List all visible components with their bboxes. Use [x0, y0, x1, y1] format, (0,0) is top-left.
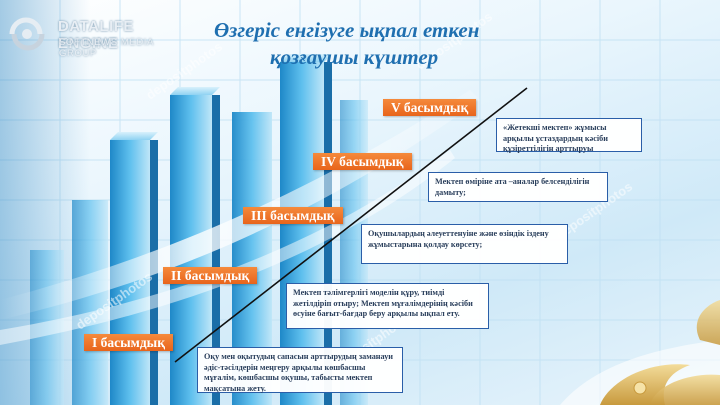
level-4-description: Мектеп өміріне ата –аналар белсенділігін…	[428, 172, 608, 202]
logo-mark-icon	[9, 17, 45, 51]
title-line-2: қозғаушы күштер	[270, 45, 439, 69]
logo: DATALIFE ENGINE SOFTNEWS MEDIA GROUP	[2, 14, 194, 59]
level-5-description: «Жетекші мектеп» жұмысы арқылы ұстаздард…	[496, 118, 642, 153]
level-3-description: Оқушылардың әлеуеттенуіне және өзіндік і…	[361, 224, 568, 264]
level-2-label: II басымдық	[163, 267, 258, 284]
level-3-label: III басымдық	[243, 207, 343, 224]
ornament-decoration	[560, 300, 720, 405]
logo-name: DATALIFE ENGINE	[58, 18, 134, 52]
level-2-description: Мектеп тәлімгерлігі моделін құру, тиімді…	[286, 283, 489, 329]
level-5-label: V басымдық	[383, 99, 477, 116]
level-4-label: IV басымдық	[313, 153, 412, 170]
level-1-label: I басымдық	[84, 334, 174, 351]
level-1-description: Оқу мен оқытудың сапасын арттырудың зама…	[197, 347, 403, 393]
logo-subtitle: SOFTNEWS MEDIA GROUP	[59, 37, 154, 59]
title-line-1: Өзгеріс енгізуге ықпал еткен	[214, 18, 480, 42]
